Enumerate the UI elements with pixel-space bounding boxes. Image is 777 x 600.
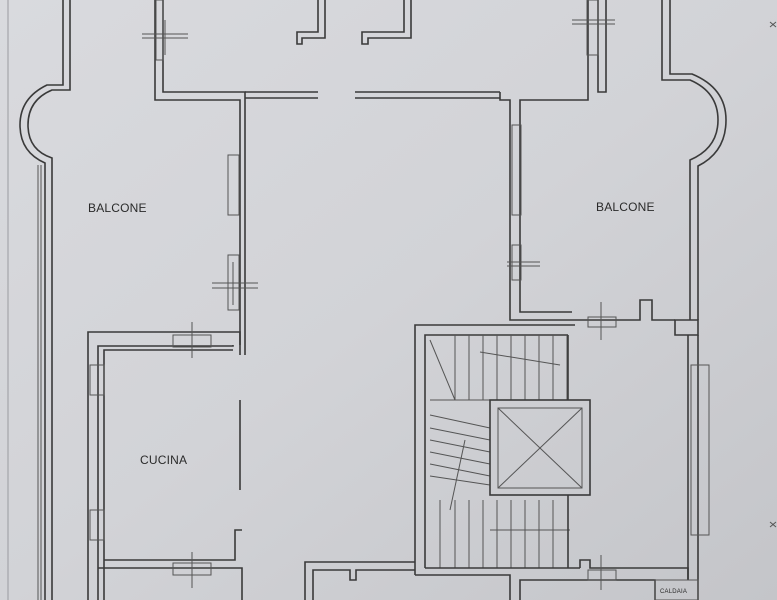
top-center-partitions: [296, 0, 500, 99]
room-label-balcone-left: BALCONE: [88, 201, 147, 215]
room-label-cucina: CUCINA: [140, 453, 187, 467]
cucina-walls: [87, 322, 243, 600]
top-left-walls: [142, 0, 318, 355]
room-label-caldaia: CALDAIA: [660, 589, 687, 595]
bottom-walls: [304, 555, 699, 600]
outer-left-wall: [19, 0, 71, 600]
stairwell: [414, 324, 591, 575]
right-walls: [499, 0, 727, 600]
margin-ticks: [769, 21, 777, 528]
room-label-balcone-right: BALCONE: [596, 200, 655, 214]
elevator-shaft: [489, 399, 591, 496]
left-balcony-wall: [212, 154, 258, 311]
